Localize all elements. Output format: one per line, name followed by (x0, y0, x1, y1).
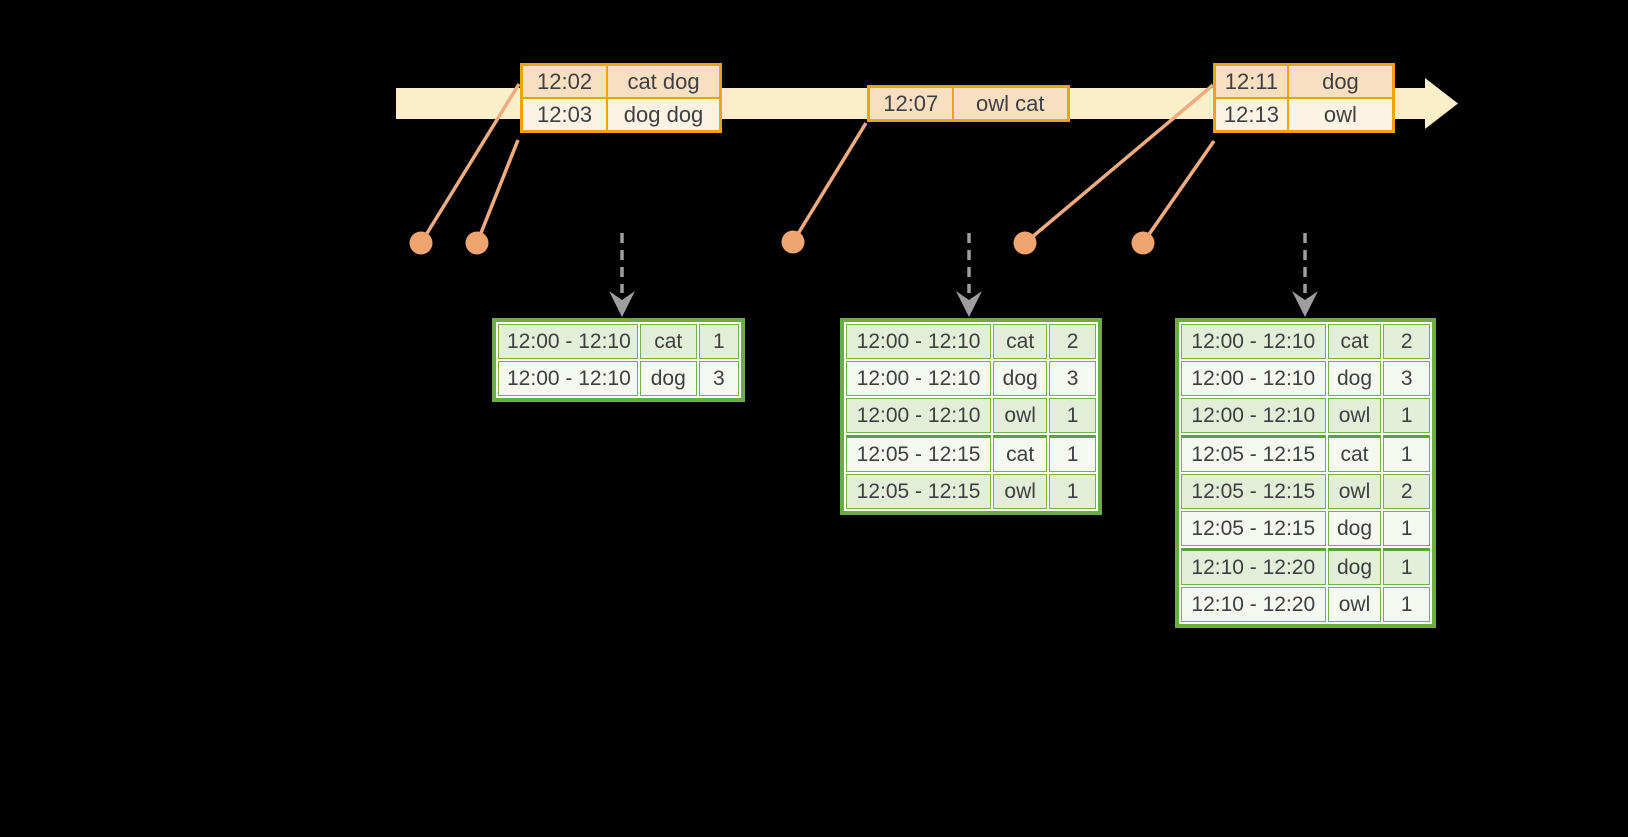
event-words-cell: dog (1286, 63, 1395, 99)
event-connector-line (791, 122, 868, 243)
count-cell: 1 (1383, 398, 1430, 433)
event-time-cell: 12:13 (1213, 97, 1289, 133)
word-cell: dog (1327, 361, 1382, 396)
event-dot (465, 231, 489, 255)
count-cell: 3 (698, 361, 739, 396)
event-time-cell: 12:11 (1213, 63, 1289, 99)
window-cell: 12:05 - 12:15 (846, 435, 992, 472)
count-cell: 3 (1049, 361, 1096, 396)
count-cell: 1 (1049, 474, 1096, 509)
window-cell: 12:00 - 12:10 (1181, 361, 1326, 396)
count-cell: 1 (1049, 398, 1096, 433)
window-cell: 12:00 - 12:10 (846, 361, 992, 396)
word-cell: owl (1327, 474, 1382, 509)
trigger-arrowhead-icon (1292, 291, 1318, 317)
count-cell: 1 (1383, 548, 1430, 585)
word-cell: dog (1327, 511, 1382, 546)
window-cell: 12:00 - 12:10 (1181, 398, 1326, 433)
word-cell: owl (993, 398, 1048, 433)
window-cell: 12:05 - 12:15 (1181, 474, 1326, 509)
count-cell: 1 (1383, 511, 1430, 546)
timeline-arrowhead-icon (1425, 78, 1458, 129)
event-connector-line (419, 83, 521, 244)
count-cell: 2 (1383, 324, 1430, 359)
event-dot (409, 231, 433, 255)
event-words-cell: cat dog (606, 63, 722, 99)
window-cell: 12:00 - 12:10 (846, 398, 992, 433)
event-connector-line (1023, 83, 1215, 245)
word-cell: dog (639, 361, 697, 396)
event-dot (1131, 231, 1155, 255)
window-cell: 12:05 - 12:15 (1181, 511, 1326, 546)
event-connector-line (1141, 140, 1216, 244)
window-cell: 12:05 - 12:15 (846, 474, 992, 509)
count-cell: 1 (1383, 435, 1430, 472)
event-dot (781, 230, 805, 254)
word-cell: cat (1327, 435, 1382, 472)
word-cell: dog (993, 361, 1048, 396)
window-cell: 12:00 - 12:10 (846, 324, 992, 359)
event-dot (1013, 231, 1037, 255)
window-cell: 12:10 - 12:20 (1181, 548, 1326, 585)
event-words-cell: owl (1286, 97, 1395, 133)
word-cell: cat (1327, 324, 1382, 359)
word-cell: cat (993, 435, 1048, 472)
trigger-arrowhead-icon (956, 291, 982, 317)
event-time-cell: 12:02 (520, 63, 609, 99)
word-cell: dog (1327, 548, 1382, 585)
event-time-cell: 12:03 (520, 97, 609, 133)
window-cell: 12:00 - 12:10 (498, 324, 638, 359)
count-cell: 3 (1383, 361, 1430, 396)
word-cell: owl (1327, 398, 1382, 433)
window-cell: 12:05 - 12:15 (1181, 435, 1326, 472)
count-cell: 1 (1049, 435, 1096, 472)
window-cell: 12:00 - 12:10 (1181, 324, 1326, 359)
word-cell: owl (1327, 587, 1382, 622)
word-cell: cat (993, 324, 1048, 359)
event-words-cell: dog dog (606, 97, 722, 133)
window-cell: 12:00 - 12:10 (498, 361, 638, 396)
count-cell: 1 (1383, 587, 1430, 622)
window-cell: 12:10 - 12:20 (1181, 587, 1326, 622)
count-cell: 2 (1049, 324, 1096, 359)
count-cell: 2 (1383, 474, 1430, 509)
trigger-arrowhead-icon (609, 291, 635, 317)
event-time-cell: 12:07 (867, 85, 954, 122)
word-cell: cat (639, 324, 697, 359)
count-cell: 1 (698, 324, 739, 359)
event-connector-line (475, 139, 520, 244)
event-words-cell: owl cat (951, 85, 1070, 122)
word-cell: owl (993, 474, 1048, 509)
